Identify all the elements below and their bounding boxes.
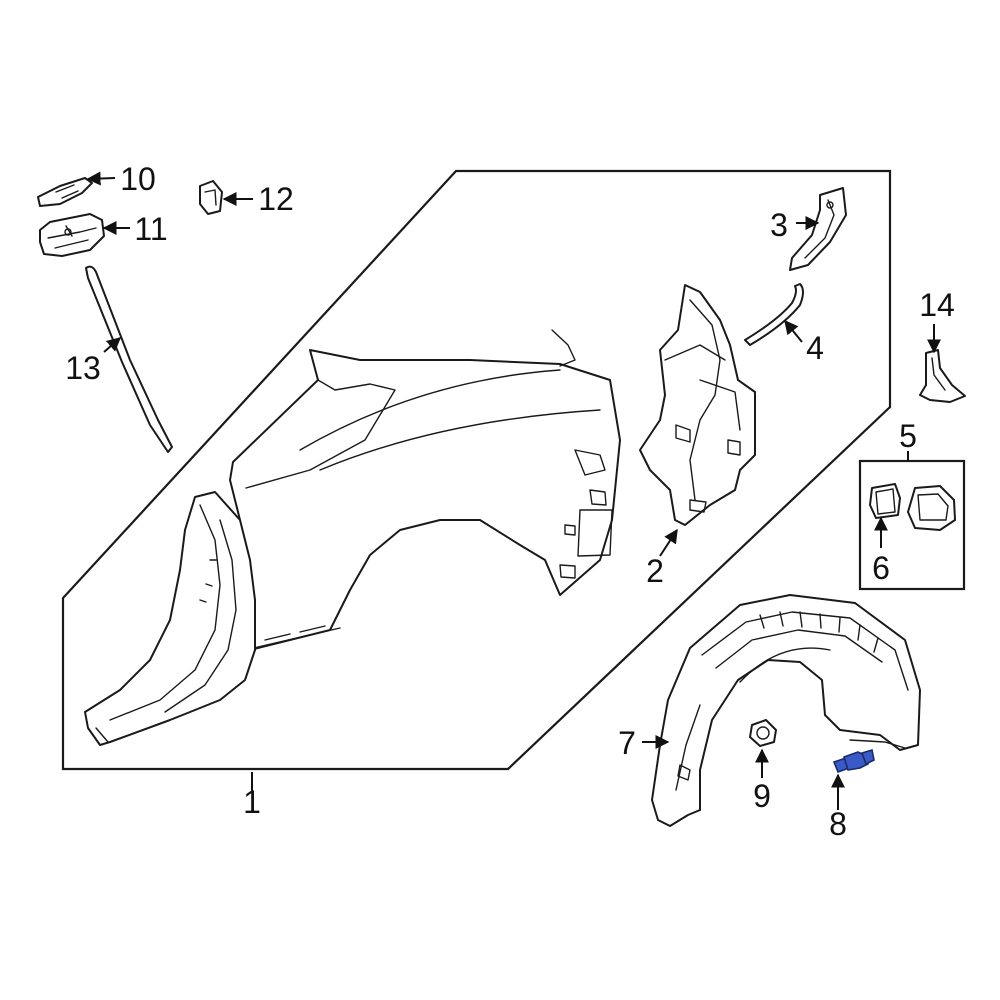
nut-9[interactable]	[749, 719, 777, 747]
cable-13[interactable]	[85, 265, 173, 453]
callout-9: 9	[753, 778, 771, 814]
callout-7: 7	[618, 725, 636, 761]
inner-panel[interactable]	[639, 284, 756, 526]
callout-14: 14	[919, 287, 955, 323]
inner-wheelhouse[interactable]	[84, 491, 256, 746]
callout-11: 11	[134, 211, 167, 247]
callout-5: 5	[899, 418, 917, 454]
fender-liner-7[interactable]	[651, 594, 921, 827]
callout-12: 12	[258, 181, 294, 217]
assembly-frame-1	[61, 169, 892, 771]
callout-4: 4	[806, 330, 824, 366]
callout-6: 6	[872, 550, 890, 586]
cover-6[interactable]	[869, 483, 901, 519]
housing-11[interactable]	[39, 213, 105, 257]
assembly-frame-5	[858, 459, 966, 591]
bracket-14[interactable]	[919, 349, 966, 403]
quarter-panel[interactable]	[229, 329, 621, 651]
callout-1: 1	[243, 784, 261, 820]
housing-5[interactable]	[907, 485, 956, 531]
callout-8: 8	[829, 806, 847, 842]
clip-12[interactable]	[199, 180, 223, 215]
callout-13: 13	[65, 350, 101, 386]
trim-piece-10[interactable]	[37, 177, 93, 207]
leader-lines	[86, 171, 941, 810]
callout-10: 10	[120, 161, 156, 197]
bracket-3[interactable]	[789, 187, 847, 271]
callout-3: 3	[770, 207, 788, 243]
seal-strip-4[interactable]	[744, 283, 804, 346]
callout-2: 2	[646, 553, 664, 589]
push-pin-8[interactable]	[832, 748, 875, 774]
